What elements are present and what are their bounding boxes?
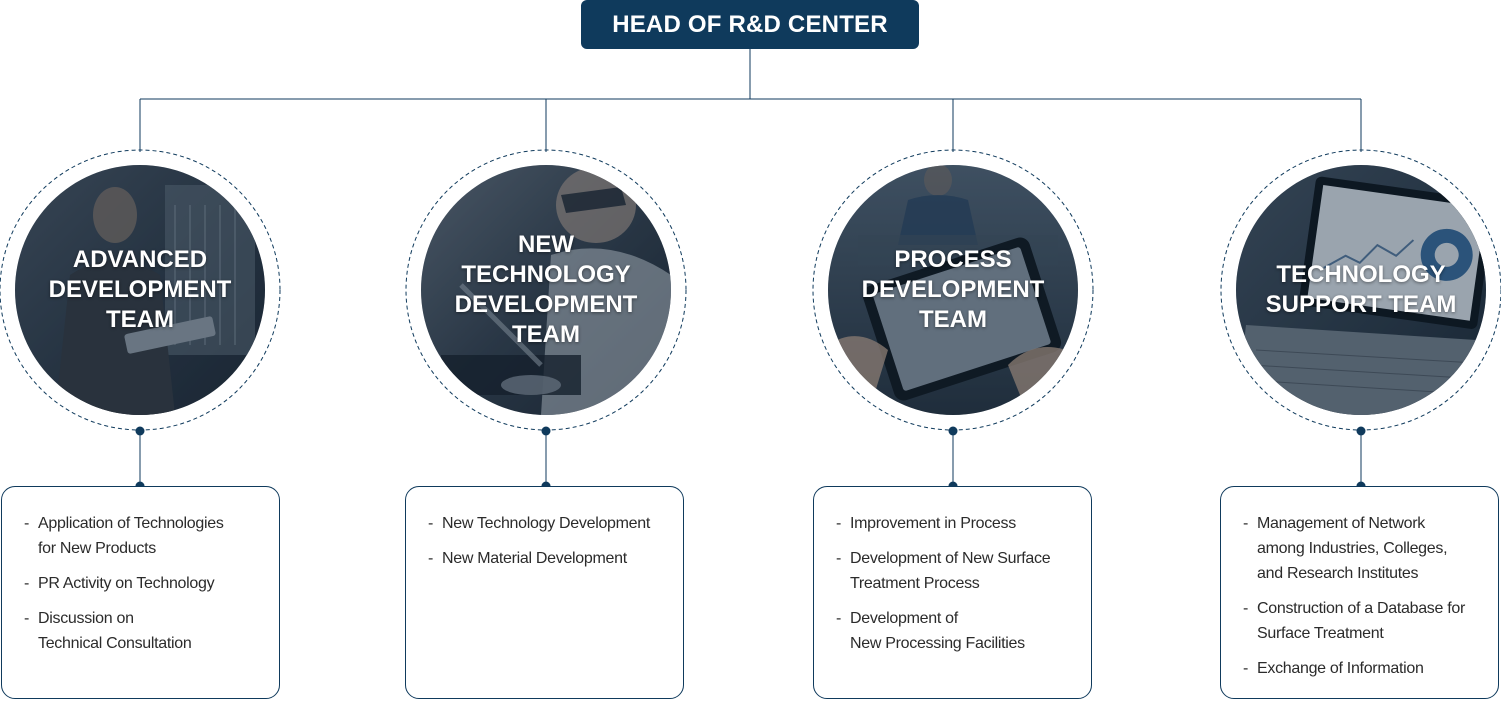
duty-item: Management of Network among Industries, … (1243, 511, 1490, 586)
head-title: HEAD OF R&D CENTER (612, 10, 888, 38)
connector-dot (948, 426, 958, 436)
duty-item: Development of New Processing Facilities (836, 606, 1083, 656)
team-name: ADVANCED DEVELOPMENT TEAM (48, 246, 232, 333)
duty-item: Application of Technologies for New Prod… (24, 511, 271, 561)
team-name: PROCESS DEVELOPMENT TEAM (861, 246, 1045, 333)
duty-list: Management of Network among Industries, … (1221, 487, 1498, 681)
team-circle-technology-support: TECHNOLOGY SUPPORT TEAM (1236, 165, 1486, 415)
tablet-worker-photo-icon (15, 165, 265, 415)
duty-item: PR Activity on Technology (24, 571, 271, 596)
team-duties-box-technology-support: Management of Network among Industries, … (1220, 486, 1499, 699)
team-name: TECHNOLOGY SUPPORT TEAM (1265, 261, 1457, 318)
duty-list: New Technology Development New Material … (406, 487, 683, 571)
team-duties-box-advanced-development: Application of Technologies for New Prod… (1, 486, 280, 699)
team-duties-box-process-development: Improvement in Process Development of Ne… (813, 486, 1092, 699)
connector-dot (541, 426, 551, 436)
duty-item: Development of New Surface Treatment Pro… (836, 546, 1083, 596)
duty-item: Improvement in Process (836, 511, 1083, 536)
team-circle-process-development: PROCESS DEVELOPMENT TEAM (828, 165, 1078, 415)
team-circle-advanced-development: ADVANCED DEVELOPMENT TEAM (15, 165, 265, 415)
duty-item: Exchange of Information (1243, 656, 1490, 681)
duty-list: Improvement in Process Development of Ne… (814, 487, 1091, 656)
duty-item: Construction of a Database for Surface T… (1243, 596, 1490, 646)
duty-list: Application of Technologies for New Prod… (2, 487, 279, 656)
engineer-soldering-photo-icon (421, 165, 671, 415)
connector-dot (135, 426, 145, 436)
connector-dot (1356, 426, 1366, 436)
duty-item: New Technology Development (428, 511, 675, 536)
head-of-rd-center-box: HEAD OF R&D CENTER (581, 0, 919, 49)
team-duties-box-new-technology-development: New Technology Development New Material … (405, 486, 684, 699)
hands-tablet-photo-icon (828, 165, 1078, 415)
duty-item: New Material Development (428, 546, 675, 571)
team-circle-new-technology-development: NEW TECHNOLOGY DEVELOPMENT TEAM (421, 165, 671, 415)
team-name: NEW TECHNOLOGY DEVELOPMENT TEAM (454, 231, 638, 348)
laptop-analysis-photo-icon (1236, 165, 1486, 415)
duty-item: Discussion on Technical Consultation (24, 606, 271, 656)
